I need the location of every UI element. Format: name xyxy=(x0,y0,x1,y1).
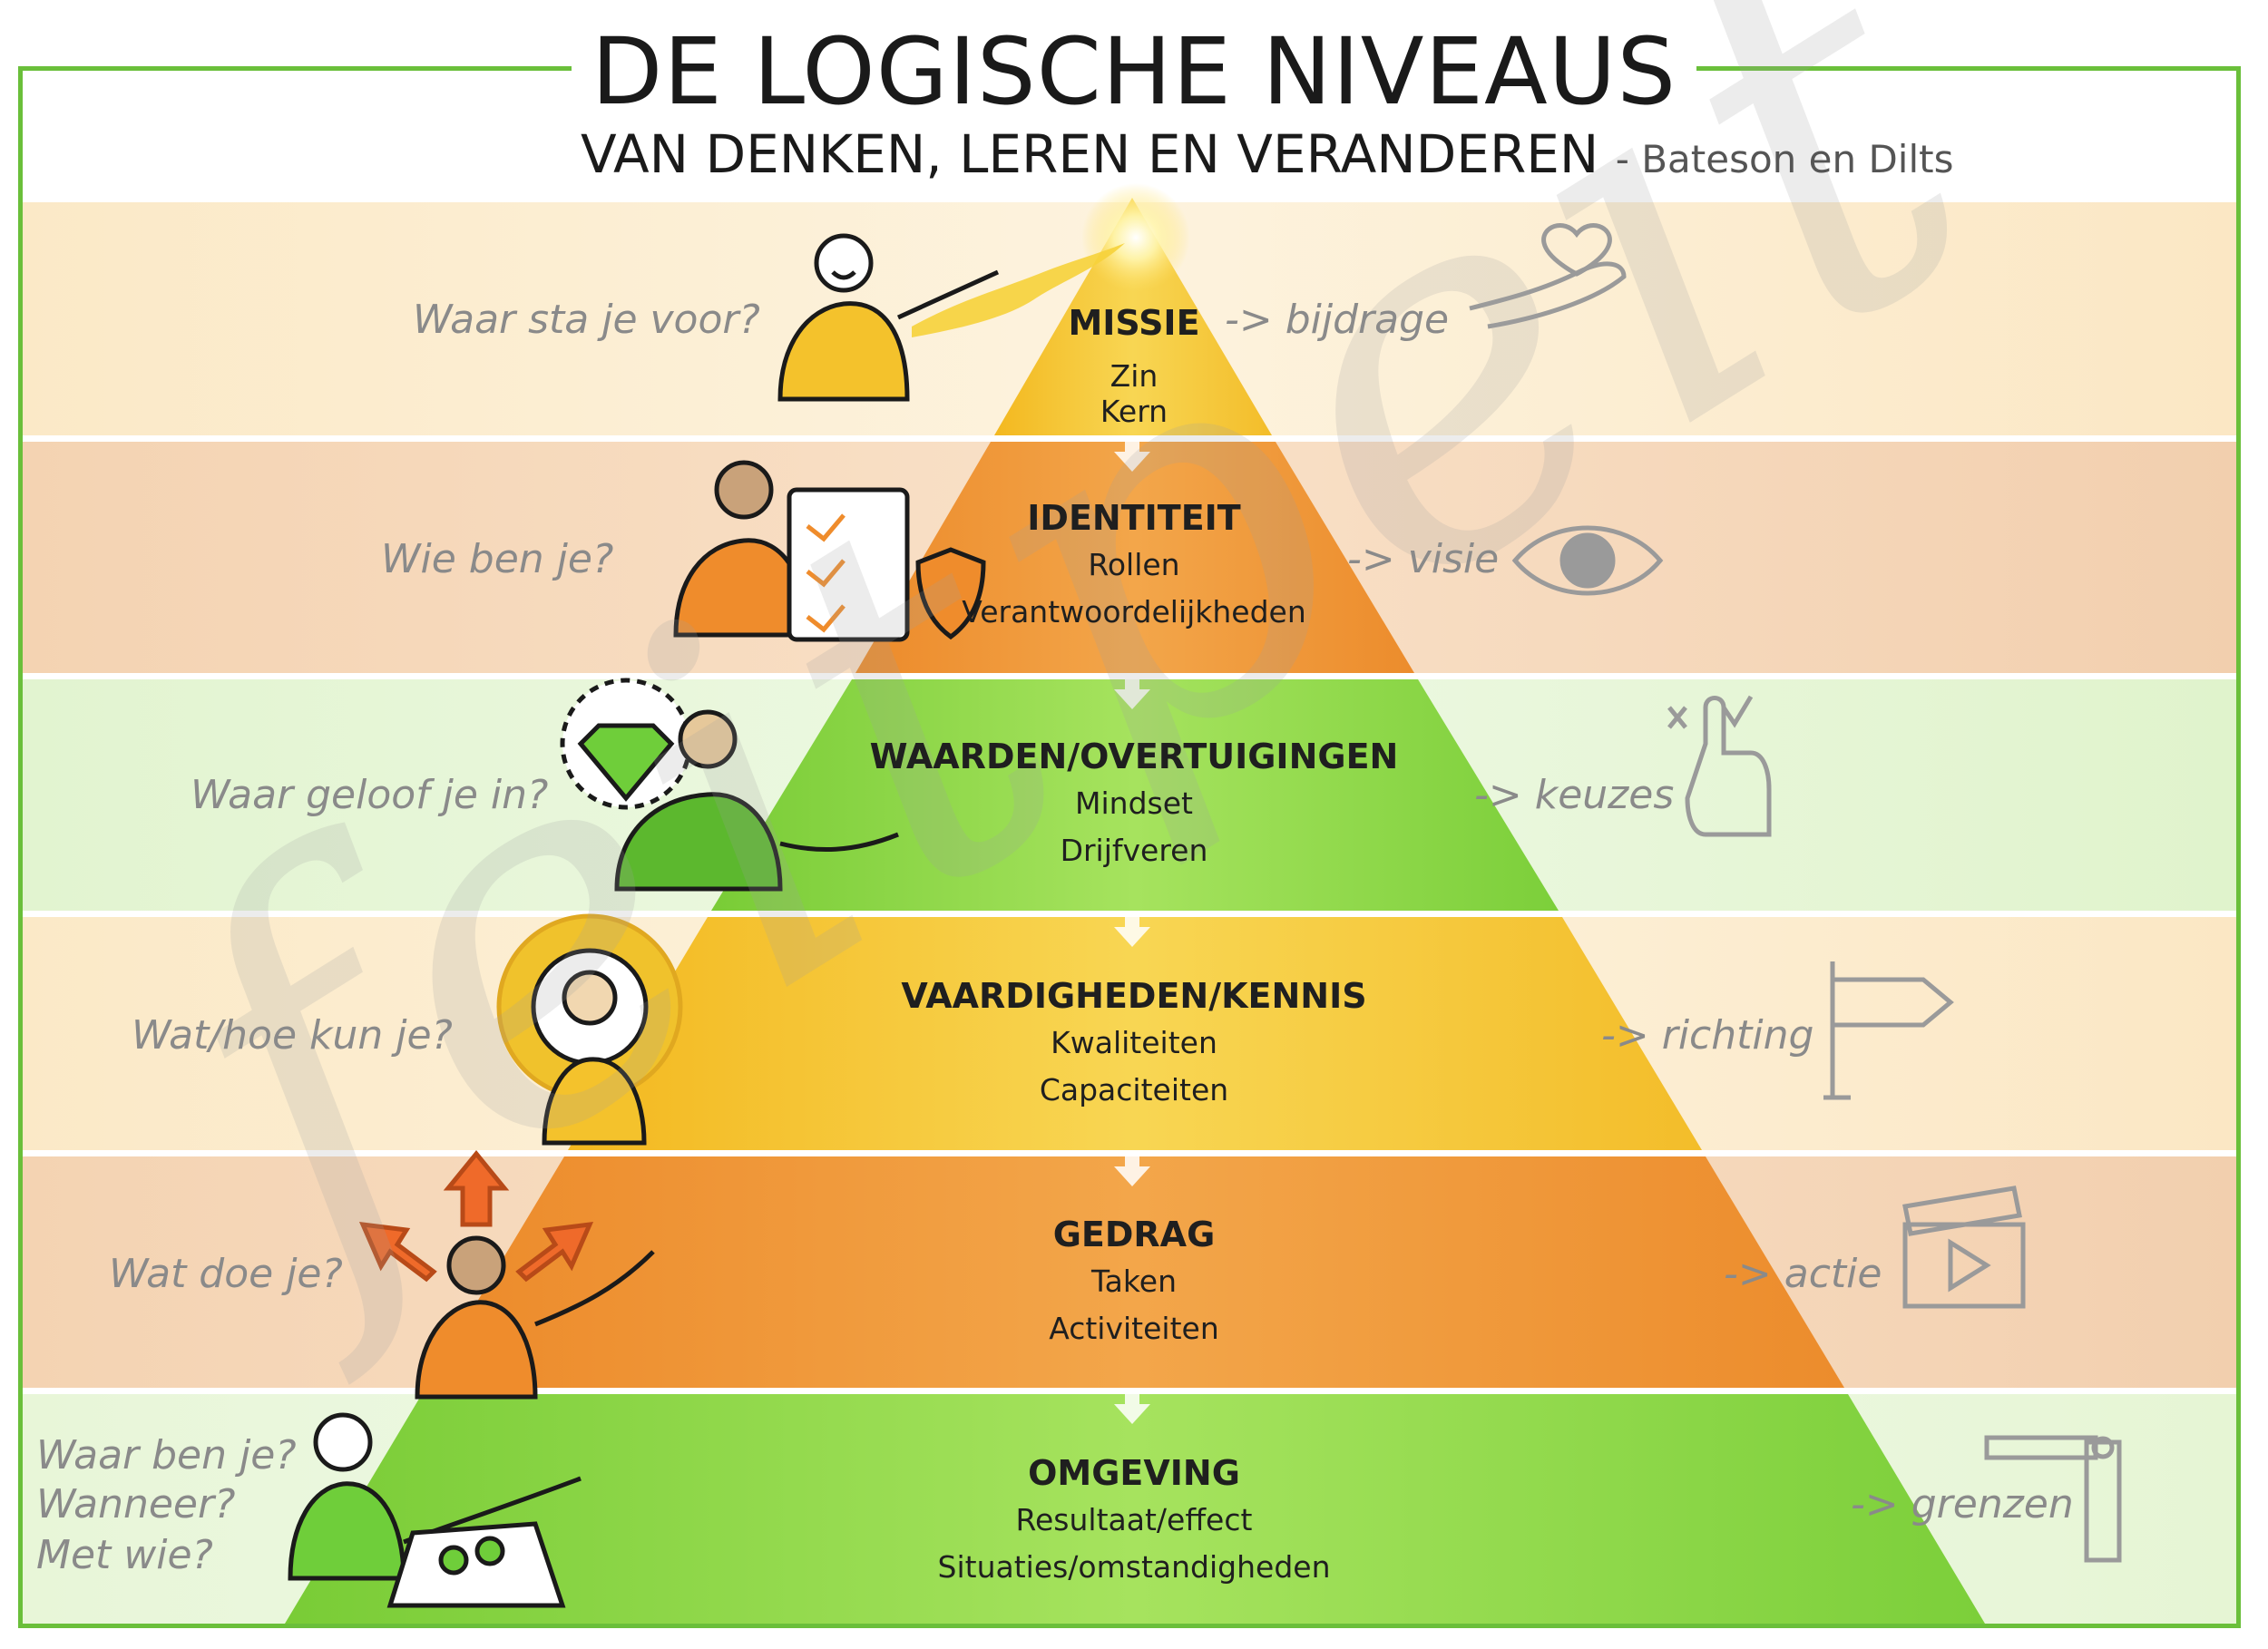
layer-identiteit xyxy=(855,442,1414,673)
level-line: Situaties/omstandigheden xyxy=(937,1549,1331,1585)
question-identiteit: Wie ben je? xyxy=(381,536,614,582)
subtitle-main: VAN DENKEN, LEREN EN VERANDEREN xyxy=(581,123,1599,185)
level-line: Verantwoordelijkheden xyxy=(962,594,1306,629)
level-title: WAARDEN/OVERTUIGINGEN xyxy=(869,737,1399,776)
level-line: Activiteiten xyxy=(1049,1311,1219,1346)
signpost-icon xyxy=(1823,961,1954,1100)
outcome-waarden: -> keuzes xyxy=(1474,772,1675,818)
layer-waarden xyxy=(711,679,1559,911)
arrow-right-icon xyxy=(515,1221,594,1283)
outcome-missie: -> bijdrage xyxy=(1225,297,1450,343)
level-waarden: WAARDEN/OVERTUIGINGEN Mindset Drijfveren xyxy=(816,733,1452,874)
level-line: Resultaat/effect xyxy=(1015,1502,1253,1537)
question-vaardigheden: Wat/hoe kun je? xyxy=(132,1012,453,1059)
subtitle-authors: - Bateson en Dilts xyxy=(1615,137,1954,181)
person-missie-icon xyxy=(777,233,1000,402)
pointing-hand-icon xyxy=(1667,695,1772,837)
level-title: IDENTITEIT xyxy=(1027,498,1241,538)
level-arrows xyxy=(1114,435,1150,1424)
outcome-vaardigheden: -> richting xyxy=(1601,1012,1814,1059)
level-omgeving: OMGEVING Resultaat/effect Situaties/omst… xyxy=(816,1449,1452,1591)
question-waarden: Waar geloof je in? xyxy=(191,772,549,818)
level-missie: MISSIE Zin Kern xyxy=(953,299,1315,428)
arrow-left-icon xyxy=(358,1221,437,1283)
level-line: Kwaliteiten xyxy=(1051,1025,1217,1060)
outcome-identiteit: -> visie xyxy=(1347,536,1500,582)
question-omgeving-where: Waar ben je? xyxy=(36,1432,297,1478)
layer-vaardigheden xyxy=(568,917,1702,1150)
clipboard-icon xyxy=(787,487,910,642)
question-gedrag: Wat doe je? xyxy=(109,1251,343,1297)
shield-icon xyxy=(915,547,986,640)
clapperboard-icon xyxy=(1902,1186,2026,1309)
gem-icon xyxy=(577,723,675,802)
question-omgeving-when: Wanneer? xyxy=(36,1481,236,1527)
question-omgeving-who: Met wie? xyxy=(36,1532,213,1578)
sparkle-streak-icon xyxy=(912,243,1125,337)
person-gedrag-icon xyxy=(358,1150,655,1400)
level-vaardigheden: VAARDIGHEDEN/KENNIS Kwaliteiten Capacite… xyxy=(816,972,1452,1114)
level-gedrag: GEDRAG Taken Activiteiten xyxy=(862,1211,1406,1352)
level-line: Rollen xyxy=(1088,547,1180,582)
helping-hand-heart-icon xyxy=(1469,223,1627,329)
level-title: MISSIE xyxy=(1068,303,1200,343)
level-line: Mindset xyxy=(1075,785,1193,821)
level-line: Taken xyxy=(1090,1264,1178,1299)
arrow-up-icon xyxy=(443,1150,510,1227)
level-identiteit: IDENTITEIT Rollen Verantwoordelijkheden xyxy=(907,494,1361,636)
level-title: OMGEVING xyxy=(1028,1453,1240,1493)
level-line: Kern xyxy=(1100,394,1168,429)
level-title: GEDRAG xyxy=(1052,1215,1216,1254)
eye-icon xyxy=(1511,525,1664,596)
page-title: DE LOGISCHE NIVEAUS xyxy=(572,18,1696,127)
level-line: Capaciteiten xyxy=(1039,1072,1229,1107)
level-line: Zin xyxy=(1110,358,1158,394)
map-icon xyxy=(386,1521,566,1608)
person-identiteit-icon xyxy=(673,460,986,642)
outcome-gedrag: -> actie xyxy=(1724,1251,1882,1297)
outcome-omgeving: -> grenzen xyxy=(1851,1481,2074,1527)
layer-omgeving xyxy=(285,1394,1985,1624)
layer-missie xyxy=(994,198,1272,435)
page-subtitle: VAN DENKEN, LEREN EN VERANDEREN - Bateso… xyxy=(581,120,2123,194)
level-line: Drijfveren xyxy=(1060,833,1208,868)
apex-glow xyxy=(1081,183,1190,292)
question-missie: Waar sta je voor? xyxy=(413,297,760,343)
person-waarden-icon xyxy=(560,678,899,892)
person-vaardigheden-icon xyxy=(496,913,683,1146)
layer-gedrag xyxy=(425,1156,1844,1388)
barrier-gate-icon xyxy=(1984,1435,2122,1563)
person-omgeving-icon xyxy=(288,1412,582,1608)
level-title: VAARDIGHEDEN/KENNIS xyxy=(901,976,1367,1016)
